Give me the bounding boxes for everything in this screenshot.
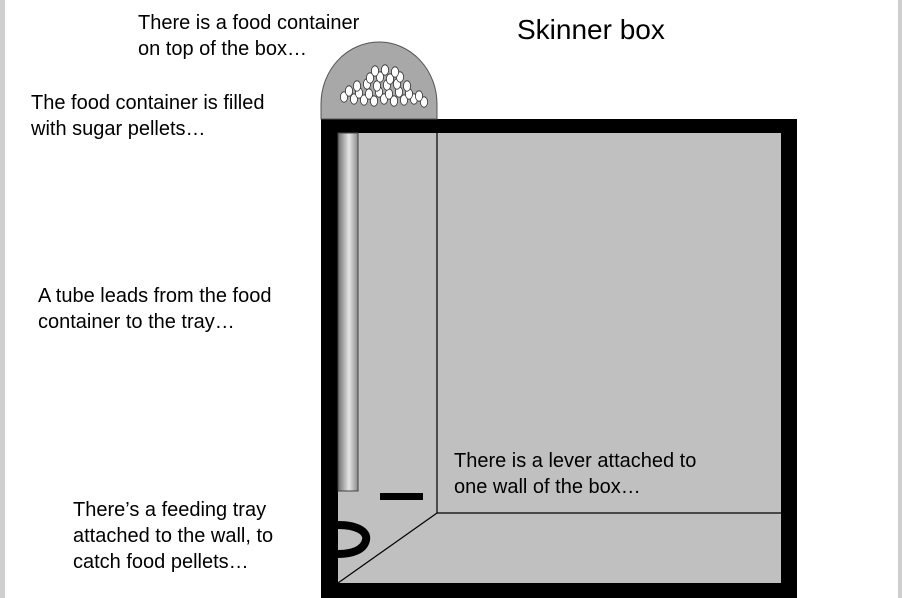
sugar-pellet (369, 95, 378, 107)
note-line: catch food pellets… (73, 551, 249, 573)
food-tube (337, 132, 359, 492)
feeding-tray-note: There’s a feeding tray attached to the w… (73, 497, 273, 575)
sugar-pellet (385, 73, 394, 85)
sugar-pellet (419, 96, 428, 108)
sugar-pellet (399, 94, 408, 106)
sugar-pellet (352, 80, 361, 92)
note-line: There’s a feeding tray (73, 499, 267, 521)
left-border (0, 0, 5, 598)
sugar-pellets-note: The food container is filled with sugar … (31, 90, 264, 142)
feeding-tray (337, 521, 371, 558)
sugar-pellet (389, 95, 398, 107)
sugar-pellet (339, 91, 348, 103)
sugar-pellet (375, 71, 384, 83)
sugar-pellet (344, 85, 353, 97)
food-container-note: There is a food container on top of the … (138, 10, 359, 62)
note-line: with sugar pellets… (31, 118, 206, 140)
sugar-pellet (365, 72, 374, 84)
sugar-pellet (402, 80, 411, 92)
note-line: There is a lever attached to (454, 450, 697, 472)
sugar-pellet (359, 94, 368, 106)
sugar-pellet (380, 64, 389, 76)
lever-note: There is a lever attached to one wall of… (454, 448, 696, 500)
note-line: one wall of the box… (454, 476, 641, 498)
sugar-pellet (414, 90, 423, 102)
right-border (898, 0, 902, 598)
note-line: on top of the box… (138, 38, 308, 60)
note-line: There is a food container (138, 12, 360, 34)
sugar-pellet (372, 80, 381, 92)
note-line: A tube leads from the food (38, 285, 272, 307)
sugar-pellets (339, 64, 428, 108)
floor-corner-diagonal (337, 512, 438, 584)
sugar-pellet (370, 65, 379, 77)
sugar-pellet (364, 88, 373, 100)
note-line: The food container is filled (31, 92, 265, 114)
box-interior (338, 133, 781, 583)
sugar-pellet (390, 66, 399, 78)
tube-note: A tube leads from the food container to … (38, 283, 272, 335)
note-line: attached to the wall, to (73, 525, 274, 547)
diagram-title: Skinner box (517, 14, 665, 45)
sugar-pellet (349, 93, 358, 105)
note-line: container to the tray… (38, 311, 235, 333)
lever (380, 493, 423, 500)
